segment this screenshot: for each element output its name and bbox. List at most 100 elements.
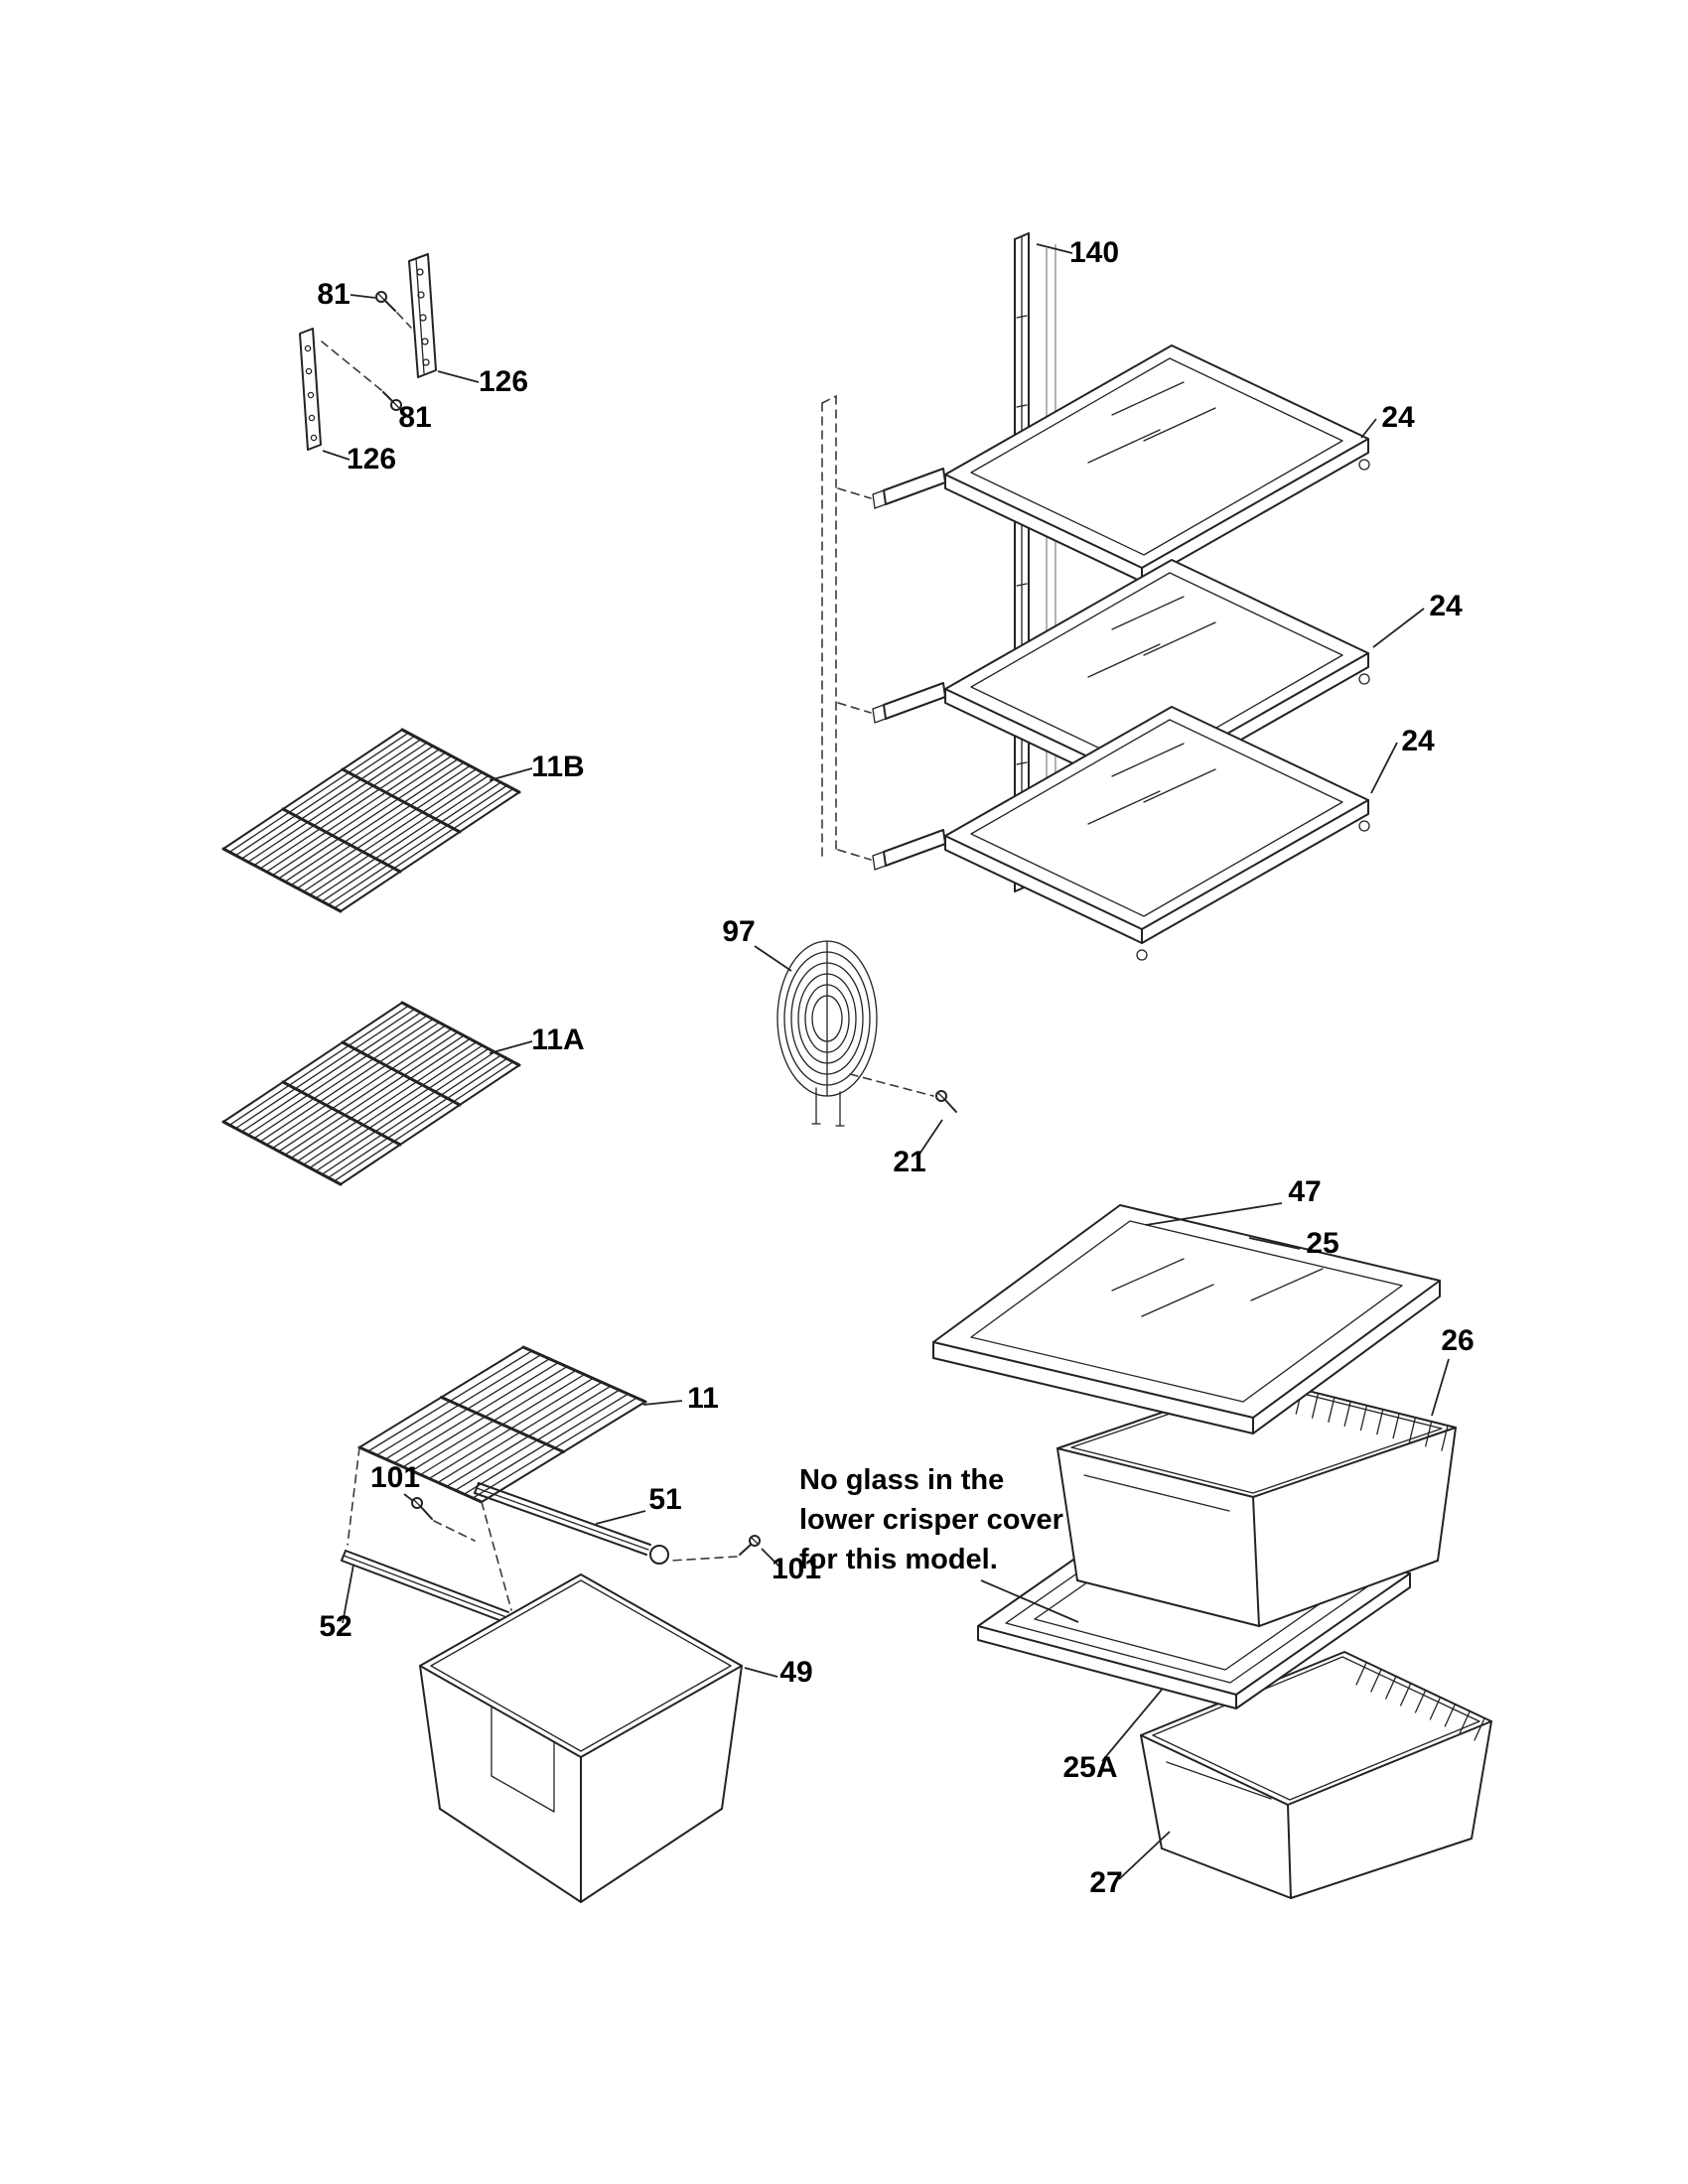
screw-21 [935,1090,957,1113]
coil-group: 97 21 [722,915,957,1178]
part-label-81-top: 81 [317,278,350,311]
part-label-101-left: 101 [370,1461,420,1494]
glass-shine [1111,1258,1324,1317]
leader-24-middle [1372,608,1425,648]
wire-shelf-11b-frame [222,729,520,912]
part-label-25: 25 [1306,1227,1338,1260]
leader-81-bottom [399,408,408,417]
glass-shelf-bottom-glass [970,719,1343,917]
bracket-right [408,253,437,378]
slide-basket-group: 11 51 52 1 [319,1345,821,1903]
leader-24-top [1360,418,1377,439]
glass-shelf-top-glass [970,357,1343,556]
note-line-3: for this model. [799,1544,998,1575]
back-rail-dashed [821,395,837,861]
glass-shelf-top [837,344,1370,600]
shelf-mount-arm [883,682,946,720]
slide-rail-52 [341,1550,527,1631]
wire-shelf-11a-frame [222,1002,520,1185]
shelf-mount-arm [883,468,946,505]
leader-25 [1248,1237,1301,1250]
wire-shelf-11b-wires [222,729,520,912]
bracket-left-holes [304,344,318,442]
screw-101-right-guide [670,1556,738,1562]
part-label-101-right: 101 [772,1553,821,1585]
slide-rail-51 [474,1482,669,1565]
note-leader [980,1579,1079,1623]
crisper-group: No glass in the lower crisper cover for … [799,1175,1492,1899]
leader-51 [595,1510,646,1525]
bracket-right-holes [416,268,430,366]
coil-screw-guide [849,1073,934,1097]
glass-shine [1087,381,1216,464]
rail-51-roller [649,1545,669,1565]
part-label-126-left: 126 [347,443,396,476]
cover-25-glass-47 [970,1220,1403,1403]
leader-26 [1431,1358,1450,1417]
pan-27-ribs [1355,1662,1485,1741]
leader-25a [1101,1689,1163,1762]
leader-21 [915,1119,943,1160]
part-label-26: 26 [1441,1324,1474,1357]
wire-shelf-11a: 11A [221,1001,585,1186]
leader-101-right [761,1548,782,1570]
leader-126-left [322,450,351,461]
leader-101-left [403,1493,414,1502]
coil [776,940,878,1127]
wire-shelf-11a-wires [222,1002,520,1185]
screw-81-top [375,291,412,329]
pan-26-handle [1083,1474,1230,1512]
leader-11 [642,1400,683,1406]
leader-27 [1118,1831,1171,1880]
leader-11a [489,1040,533,1054]
glass-shelf-labels: 24 24 24 [1360,401,1463,794]
mounting-bracket-group: 81 126 81 126 [299,253,528,476]
shelf-mount-arm [883,829,946,867]
glass-shine [1087,743,1216,825]
part-label-11: 11 [687,1382,719,1415]
screw-81-bottom-guide [321,341,382,391]
screw-101-left [411,1497,476,1542]
pan-27-rim-inner [1152,1656,1480,1801]
wire-shelf-11b: 11B [221,728,585,913]
basket-49 [419,1573,743,1903]
crisper-cover-upper-25 [932,1204,1441,1434]
leader-97 [754,945,792,972]
part-label-140: 140 [1069,236,1119,269]
leader-126-right [437,370,480,383]
part-label-25a: 25A [1062,1751,1117,1784]
part-label-24-top: 24 [1381,401,1415,434]
wire-shelf-11-frame [358,1346,646,1503]
wire-shelf-11 [357,1345,647,1504]
shelf-rail [1014,232,1030,892]
note-line-1: No glass in the [799,1464,1004,1496]
glass-shelf-middle-glass [970,572,1343,770]
bracket-left [299,328,322,451]
part-label-24-middle: 24 [1429,590,1463,622]
leader-11b [489,767,533,781]
part-label-52: 52 [319,1610,352,1643]
part-label-49: 49 [779,1656,812,1689]
screw-101-right [670,1535,761,1562]
leader-81-top [350,294,376,299]
leader-24-bottom [1370,742,1398,794]
part-label-126-right: 126 [479,365,528,398]
part-label-21: 21 [893,1146,925,1178]
glass-shine [1087,596,1216,678]
pan-27-handle [1166,1761,1272,1800]
note-no-glass: No glass in the lower crisper cover for … [799,1464,1079,1623]
leader-140 [1036,243,1073,254]
part-label-27: 27 [1089,1866,1122,1899]
glass-shelf-bottom [837,706,1370,961]
leader-49 [744,1667,778,1678]
part-label-51: 51 [648,1483,681,1516]
part-label-24-bottom: 24 [1401,725,1435,757]
part-label-11a: 11A [531,1024,584,1056]
part-label-11b: 11B [531,751,584,783]
screw-81-top-guide [396,312,412,329]
leader-52 [342,1564,354,1624]
screw-81-bottom [321,341,402,411]
basket-49-rim-inner [430,1579,732,1752]
